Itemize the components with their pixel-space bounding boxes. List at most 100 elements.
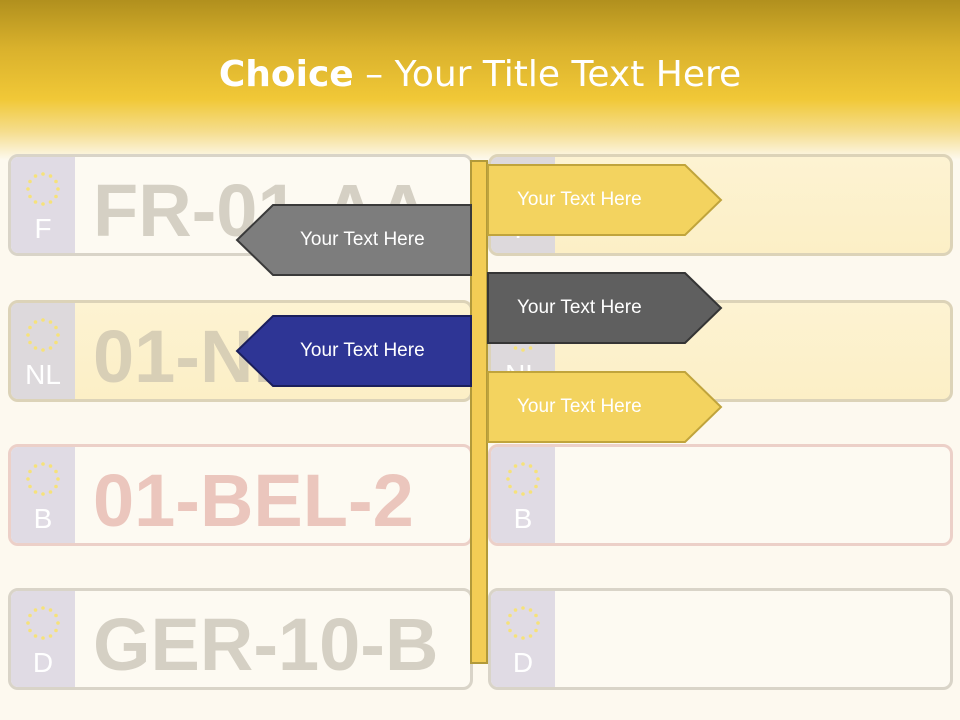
eu-star-icon <box>33 320 38 324</box>
eu-star-icon <box>48 490 53 494</box>
sign-text: Your Text Here <box>300 340 425 361</box>
eu-star-icon <box>28 179 32 184</box>
sign-text: Your Text Here <box>517 396 642 417</box>
country-code: B <box>33 503 53 534</box>
eu-star-icon <box>54 340 58 345</box>
eu-star-icon <box>48 346 53 350</box>
title-bold: Choice <box>218 54 354 95</box>
sign-right-2[interactable]: Your Text Here <box>487 272 723 344</box>
eu-band: NL <box>11 303 75 399</box>
arrow-left-shape <box>235 315 472 387</box>
license-plate-belgium-blank: B <box>488 444 953 546</box>
eu-band: D <box>491 591 555 687</box>
arrow-right-shape <box>487 272 723 344</box>
country-code: D <box>32 647 54 678</box>
country-code: NL <box>25 359 61 390</box>
license-plate-germany: D GER-10-B <box>8 588 473 690</box>
signpost-pole <box>470 160 488 664</box>
eu-star-icon <box>48 200 53 204</box>
eu-star-icon <box>54 628 58 633</box>
eu-star-icon <box>528 634 533 638</box>
sign-right-1[interactable]: Your Text Here <box>487 164 723 236</box>
eu-star-icon <box>528 346 533 350</box>
eu-star-icon <box>48 608 53 612</box>
country-code: D <box>512 647 534 678</box>
eu-band: B <box>491 447 555 543</box>
eu-star-icon <box>506 621 510 625</box>
eu-star-icon <box>513 464 518 468</box>
eu-star-icon <box>41 172 45 176</box>
eu-stars-icon <box>506 606 540 640</box>
eu-star-icon <box>41 606 45 610</box>
eu-stars-icon <box>26 606 60 640</box>
sign-text: Your Text Here <box>517 297 642 318</box>
eu-star-icon <box>56 333 60 337</box>
eu-star-icon <box>521 348 525 352</box>
eu-star-icon <box>54 484 58 489</box>
eu-stars-icon <box>26 318 60 352</box>
eu-star-icon <box>521 492 525 496</box>
sign-left-2[interactable]: Your Text Here <box>235 315 472 387</box>
eu-star-icon <box>534 484 538 489</box>
eu-star-icon <box>33 200 38 204</box>
eu-star-icon <box>48 634 53 638</box>
eu-star-icon <box>528 608 533 612</box>
title-rest: – Your Title Text Here <box>353 54 742 95</box>
eu-star-icon <box>521 606 525 610</box>
eu-star-icon <box>513 608 518 612</box>
eu-star-icon <box>506 477 510 481</box>
eu-star-icon <box>28 194 32 199</box>
eu-star-icon <box>26 187 30 191</box>
eu-stars-icon <box>26 172 60 206</box>
eu-star-icon <box>528 464 533 468</box>
eu-star-icon <box>33 174 38 178</box>
arrow-right-shape <box>487 164 723 236</box>
eu-stars-icon <box>26 462 60 496</box>
eu-star-icon <box>28 628 32 633</box>
eu-star-icon <box>534 613 538 618</box>
eu-star-icon <box>41 492 45 496</box>
sign-text: Your Text Here <box>517 189 642 210</box>
eu-star-icon <box>56 477 60 481</box>
eu-star-icon <box>521 462 525 466</box>
eu-star-icon <box>508 469 512 474</box>
eu-star-icon <box>26 333 30 337</box>
eu-star-icon <box>56 621 60 625</box>
eu-star-icon <box>56 187 60 191</box>
eu-star-icon <box>54 469 58 474</box>
eu-star-icon <box>41 318 45 322</box>
eu-stars-icon <box>506 462 540 496</box>
eu-star-icon <box>521 636 525 640</box>
eu-star-icon <box>513 490 518 494</box>
eu-star-icon <box>528 490 533 494</box>
eu-star-icon <box>41 636 45 640</box>
eu-star-icon <box>26 621 30 625</box>
sign-text: Your Text Here <box>300 229 425 250</box>
eu-band: D <box>11 591 75 687</box>
eu-star-icon <box>54 613 58 618</box>
eu-band: B <box>11 447 75 543</box>
eu-star-icon <box>26 477 30 481</box>
eu-star-icon <box>536 621 540 625</box>
eu-star-icon <box>508 484 512 489</box>
eu-star-icon <box>41 462 45 466</box>
eu-star-icon <box>48 320 53 324</box>
arrow-right-shape <box>487 371 723 443</box>
eu-star-icon <box>508 613 512 618</box>
eu-star-icon <box>28 484 32 489</box>
eu-star-icon <box>33 634 38 638</box>
slide-title: Choice – Your Title Text Here <box>0 52 960 98</box>
sign-left-1[interactable]: Your Text Here <box>235 204 472 276</box>
sign-right-3[interactable]: Your Text Here <box>487 371 723 443</box>
eu-star-icon <box>54 194 58 199</box>
plate-number: GER-10-B <box>93 603 439 686</box>
plate-number: 01-BEL-2 <box>93 459 414 542</box>
eu-star-icon <box>33 464 38 468</box>
eu-star-icon <box>28 340 32 345</box>
eu-star-icon <box>28 469 32 474</box>
eu-star-icon <box>508 628 512 633</box>
eu-star-icon <box>536 477 540 481</box>
eu-star-icon <box>41 202 45 206</box>
eu-star-icon <box>534 628 538 633</box>
eu-star-icon <box>33 346 38 350</box>
